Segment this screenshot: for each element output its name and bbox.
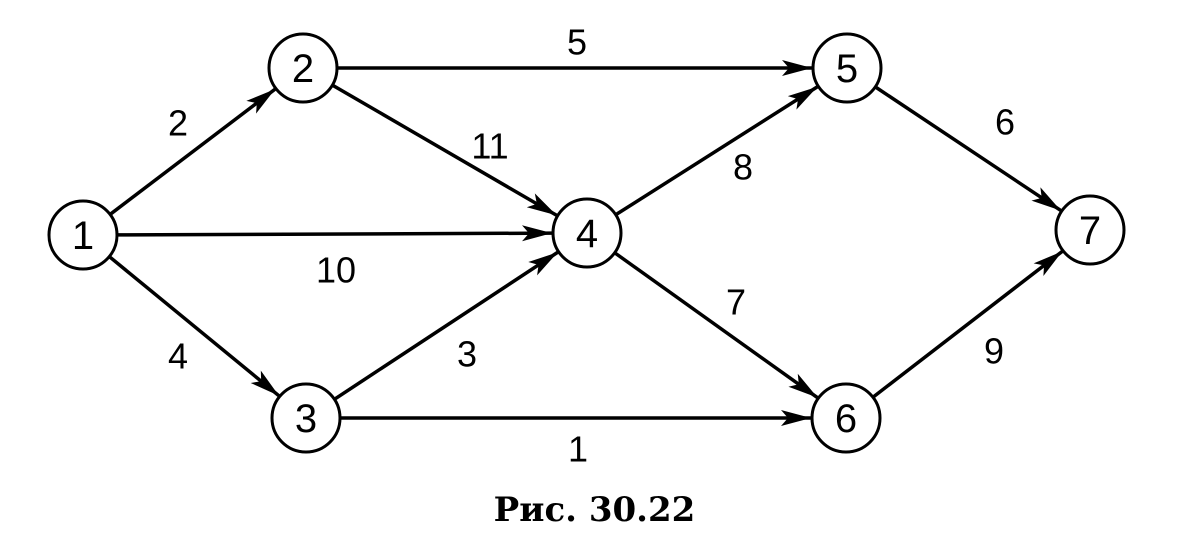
edge-arrow-4-to-5 [614,85,819,217]
nodes-layer: 1 2 3 4 5 6 7 [47,32,1126,454]
edge-weight-1-to-3: 4 [168,336,188,377]
node-label-6: 6 [835,397,857,441]
node-circle-6 [810,382,882,454]
edge-weight-2-to-4: 11 [471,126,508,167]
node-label-4: 4 [576,212,598,256]
edge-weight-4-to-6: 7 [726,282,746,323]
edge-arrow-6-to-7 [871,249,1064,399]
edge-weight-3-to-4: 3 [457,334,477,375]
node-1: 1 [47,199,119,271]
edge-weight-2-to-5: 5 [567,22,587,63]
edge-arrow-4-to-6 [613,251,819,400]
edge-weight-6-to-7: 9 [984,331,1004,372]
node-7: 7 [1054,194,1126,266]
node-label-2: 2 [292,47,314,91]
node-2: 2 [267,32,339,104]
edge-arrow-1-to-3 [108,255,281,398]
node-3: 3 [270,382,342,454]
node-4: 4 [551,197,623,269]
edge-weight-1-to-4: 10 [316,250,356,291]
figure-caption: Рис. 30.22 [493,490,696,530]
node-6: 6 [810,382,882,454]
edge-weight-5-to-7: 6 [995,102,1015,143]
edge-arrow-1-to-4 [116,225,553,242]
node-circle-2 [267,32,339,104]
node-circle-4 [551,197,623,269]
node-label-3: 3 [295,397,317,441]
edge-arrow-2-to-4 [331,83,558,217]
edge-labels-layer: 2 10 4 5 11 3 1 8 7 6 9 [168,22,1015,470]
node-label-5: 5 [836,47,858,91]
edge-weight-1-to-2: 2 [168,103,188,144]
node-label-1: 1 [72,214,94,258]
edge-weight-4-to-5: 8 [733,147,753,188]
edge-weight-3-to-6: 1 [568,429,588,470]
node-circle-7 [1054,194,1126,266]
node-5: 5 [811,32,883,104]
edge-arrow-3-to-4 [333,250,559,401]
edge-arrow-1-to-2 [109,87,277,216]
node-circle-1 [47,199,119,271]
edges-layer [108,60,1064,426]
edge-arrow-5-to-7 [874,85,1062,213]
node-circle-5 [811,32,883,104]
node-label-7: 7 [1079,209,1101,253]
node-circle-3 [270,382,342,454]
